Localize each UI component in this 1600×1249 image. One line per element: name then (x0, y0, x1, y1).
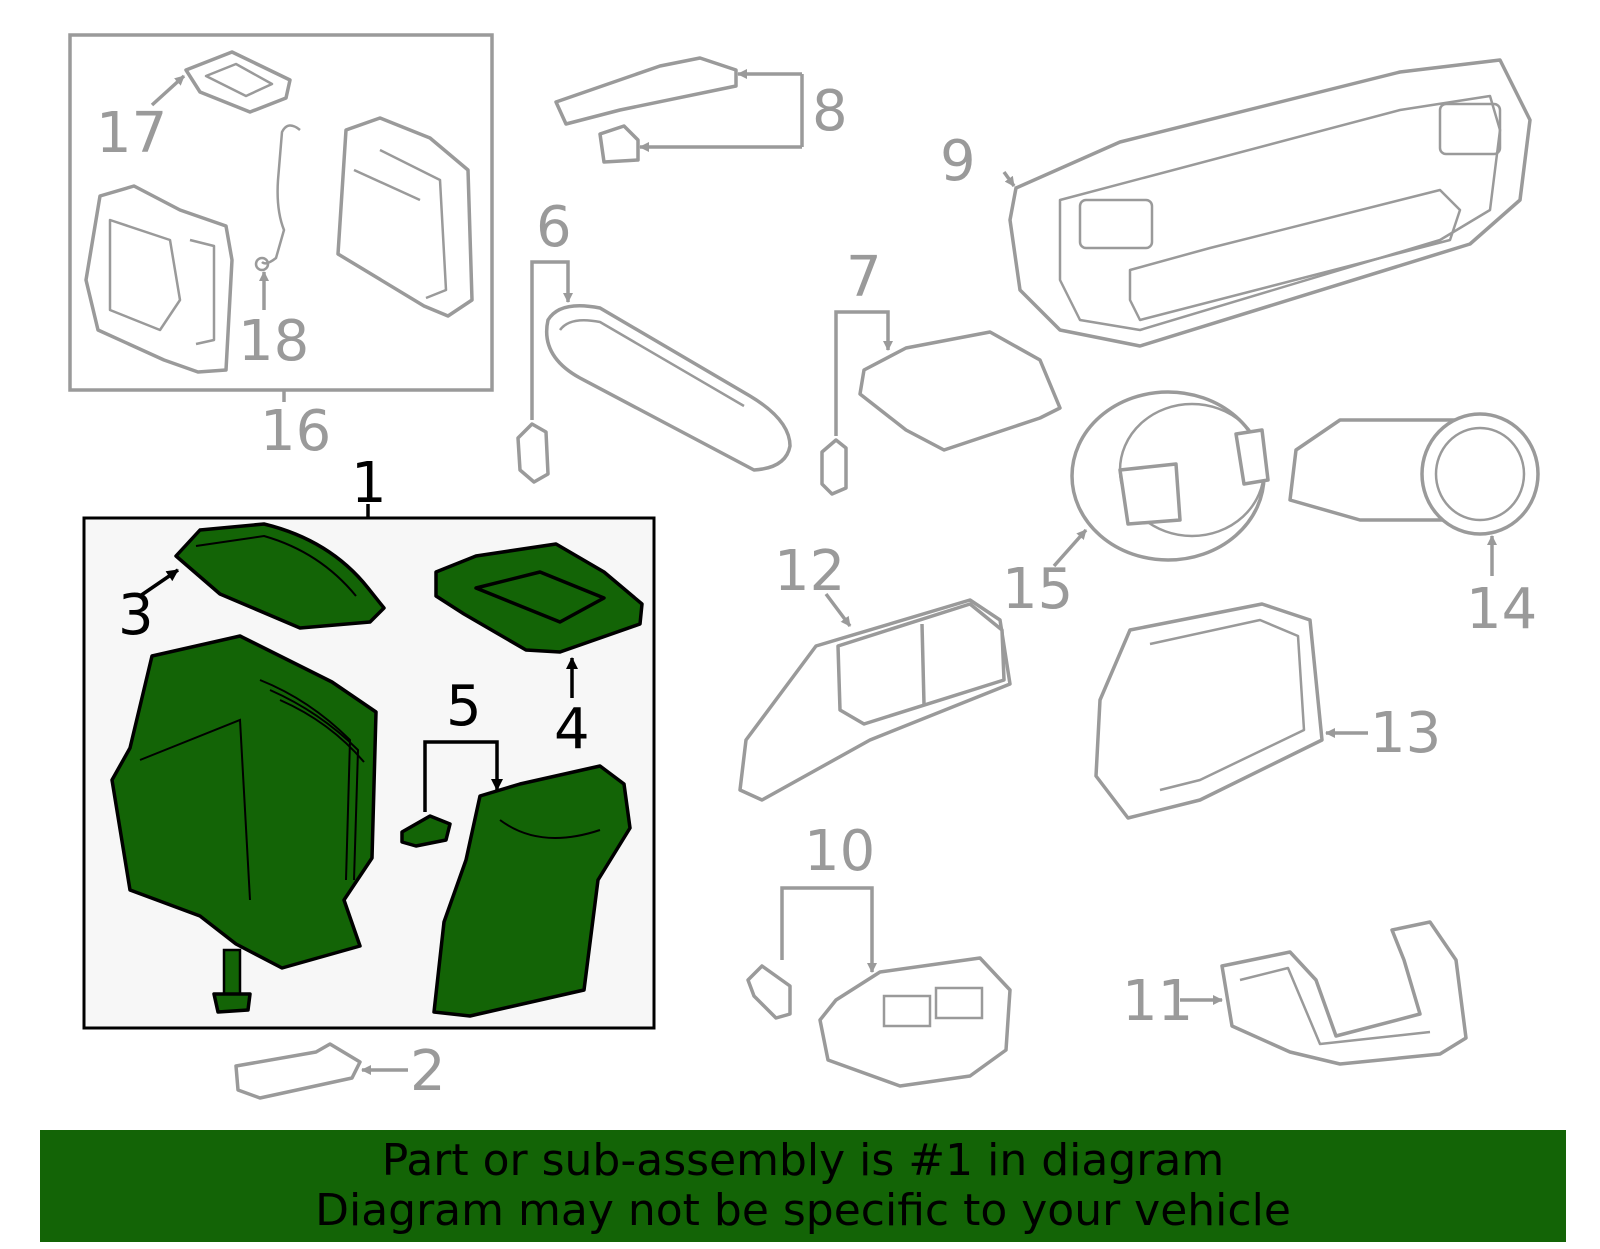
part-6-armrest-pad (516, 260, 792, 484)
part-bolt[interactable] (212, 948, 252, 1014)
part-4-storage-tray[interactable] (434, 542, 644, 698)
callout-8: 8 (812, 79, 848, 144)
callout-12: 12 (774, 539, 845, 604)
group-16-left-bracket (84, 184, 234, 374)
callout-7: 7 (846, 245, 882, 310)
part-13-module (1094, 602, 1368, 820)
callout-4: 4 (554, 697, 590, 762)
part-15-socket-frame (1052, 390, 1270, 568)
part-9-climate-control-panel (1002, 58, 1532, 348)
part-10-switch-bezel (746, 886, 1012, 1088)
part-14-power-outlet (1288, 412, 1540, 576)
info-banner: Part or sub-assembly is #1 in diagram Di… (40, 1130, 1566, 1242)
group-16-right-housing (336, 116, 474, 318)
callout-13: 13 (1370, 701, 1441, 766)
part-5-clip-and-panel[interactable] (400, 740, 632, 1018)
callout-16: 16 (260, 399, 331, 464)
banner-line-2: Diagram may not be specific to your vehi… (315, 1185, 1291, 1236)
callout-6: 6 (536, 195, 572, 260)
part-1-console-body[interactable] (110, 634, 378, 970)
callout-5: 5 (446, 674, 482, 739)
banner-line-1: Part or sub-assembly is #1 in diagram (381, 1135, 1225, 1186)
callout-17: 17 (96, 101, 167, 166)
callout-15: 15 (1002, 557, 1073, 622)
part-11-trim-bracket (1180, 920, 1468, 1066)
callout-9: 9 (940, 129, 976, 194)
callout-18: 18 (238, 309, 309, 374)
callout-1: 1 (351, 451, 387, 516)
part-8-trim (554, 56, 804, 164)
callout-14: 14 (1466, 577, 1537, 642)
part-17-clip (150, 50, 292, 114)
callout-3: 3 (118, 583, 154, 648)
part-18-wire (254, 124, 301, 310)
part-3-armrest-lid[interactable] (139, 522, 386, 630)
callout-11: 11 (1122, 969, 1193, 1034)
part-7-cover (820, 310, 1062, 496)
callout-10: 10 (804, 819, 875, 884)
callout-2: 2 (410, 1039, 446, 1104)
part-12-switch-module (738, 592, 1012, 802)
part-2-bracket (234, 1042, 408, 1100)
